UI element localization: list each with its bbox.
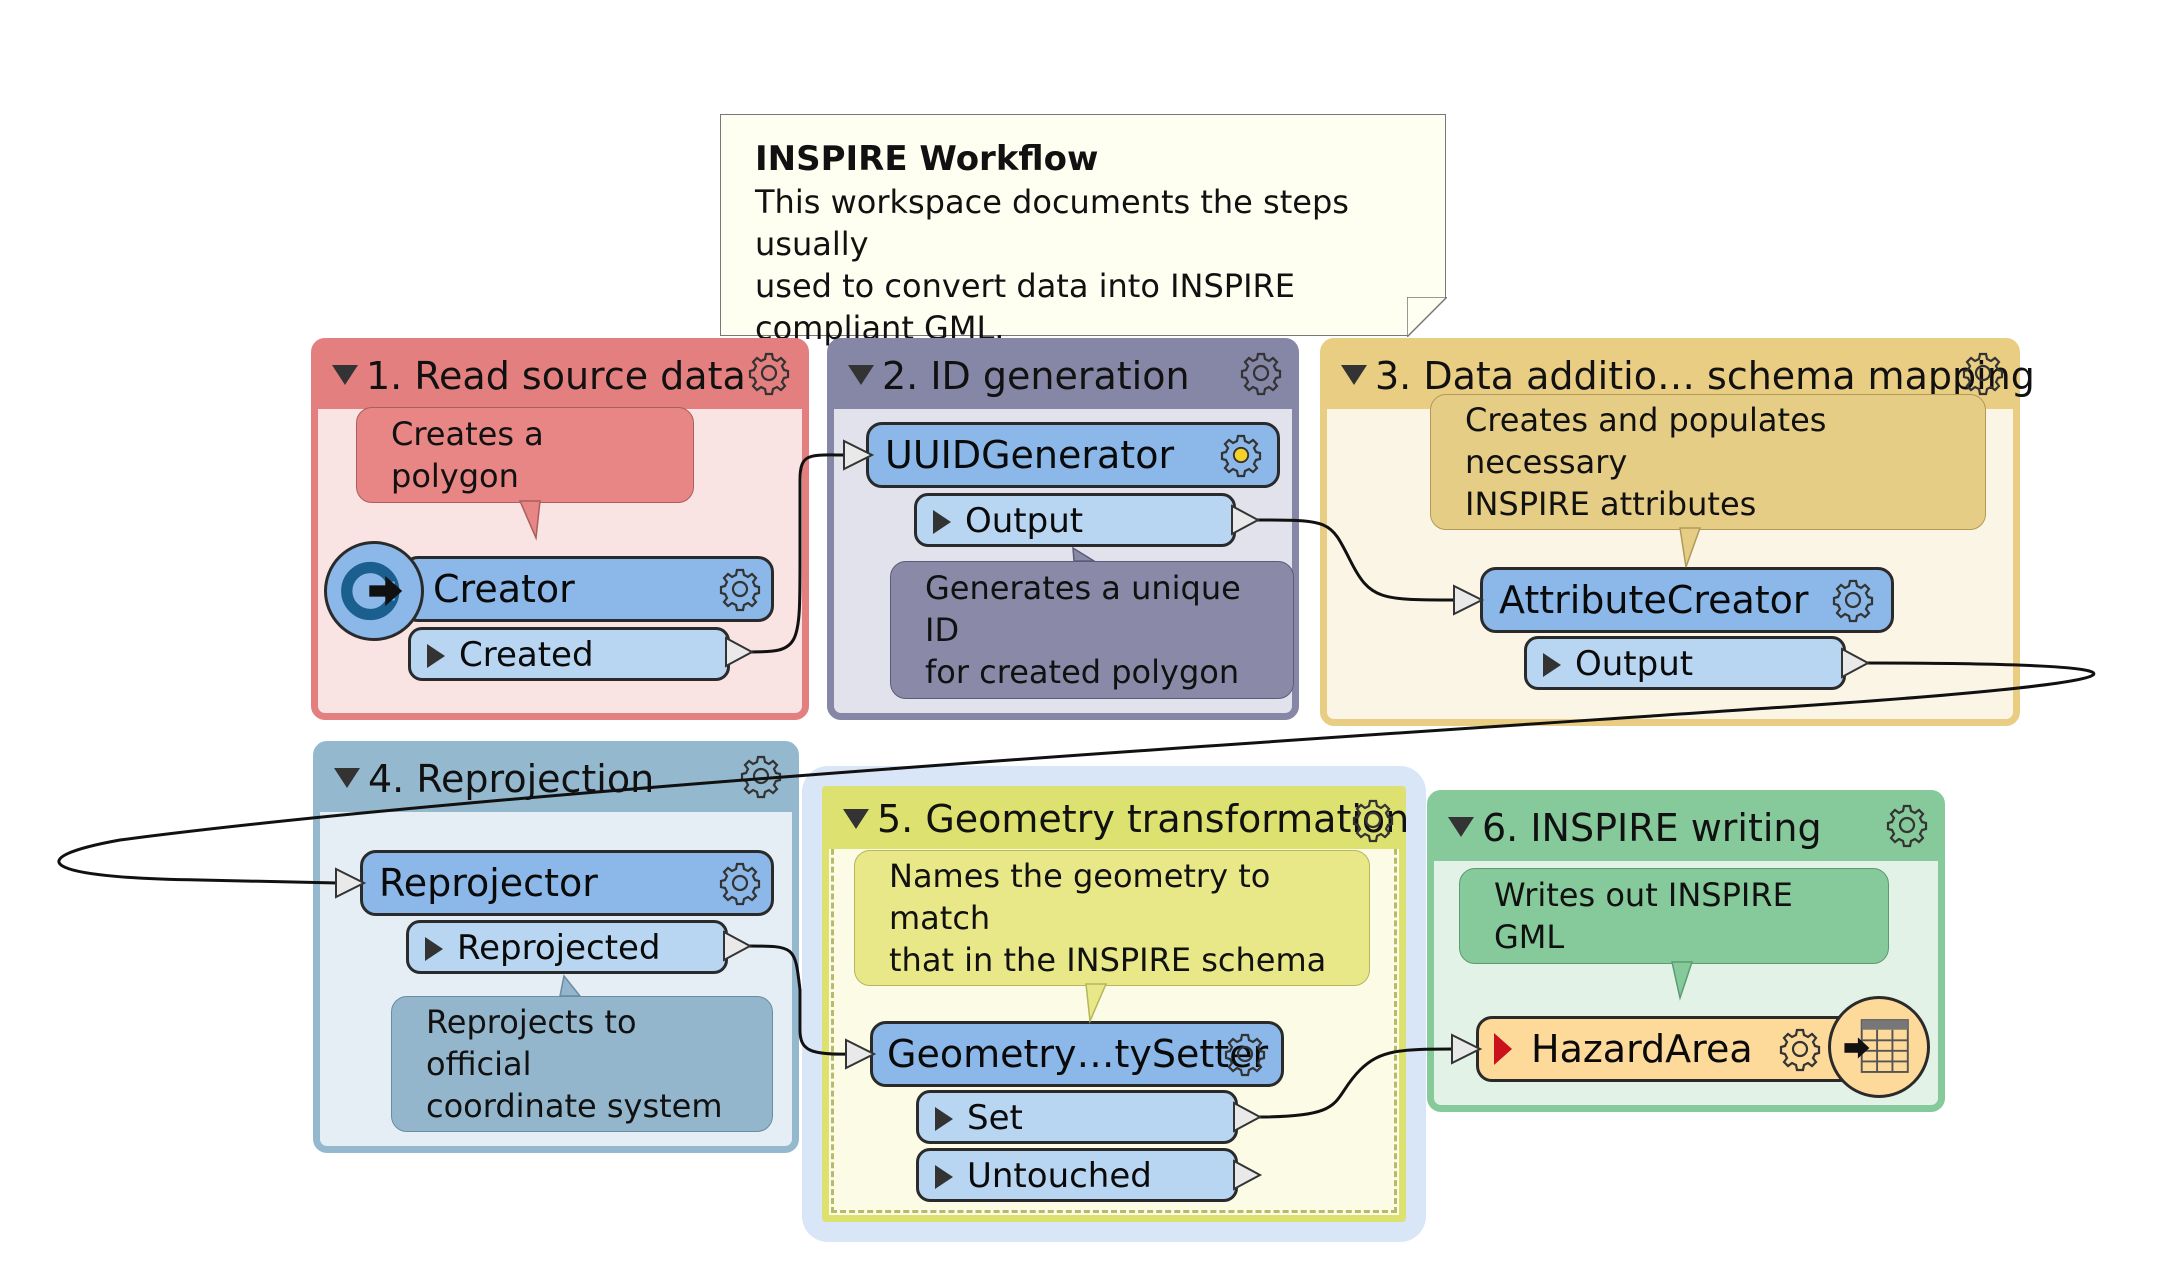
workflow-annotation[interactable]: INSPIRE Workflow This workspace document…	[720, 114, 1447, 347]
callout-tail	[1072, 546, 1097, 562]
connection-line	[1257, 1047, 1455, 1119]
transformer-label: Geometry…tySetter	[887, 1032, 1269, 1076]
input-port-icon[interactable]	[1451, 1034, 1481, 1064]
callout-creator[interactable]: Creates a polygon	[356, 407, 694, 503]
output-port-icon[interactable]	[725, 637, 753, 667]
input-port-icon[interactable]	[335, 868, 365, 898]
port-triangle-icon	[935, 1107, 953, 1131]
transformer-label: Creator	[433, 567, 575, 611]
callout-tail	[1085, 983, 1108, 1024]
connection-line	[747, 944, 849, 1056]
gear-icon[interactable]	[1832, 579, 1874, 623]
annotation-title: INSPIRE Workflow	[755, 139, 1099, 179]
bookmark-title: 2. ID generation	[882, 354, 1190, 398]
port-untouched[interactable]: Untouched	[916, 1148, 1238, 1202]
port-set[interactable]: Set	[916, 1090, 1238, 1144]
transformer-attribute-creator[interactable]: AttributeCreator	[1480, 567, 1894, 633]
port-label: Created	[459, 635, 594, 675]
output-port-icon[interactable]	[1231, 505, 1259, 535]
callout-geometry[interactable]: Names the geometry to match that in the …	[854, 850, 1370, 986]
bookmark-title: 5. Geometry transformation	[877, 797, 1410, 841]
callout-tail	[1679, 527, 1702, 568]
input-port-icon[interactable]	[1453, 585, 1483, 615]
transformer-reprojector[interactable]: Reprojector	[360, 850, 774, 916]
output-port-icon[interactable]	[1233, 1160, 1261, 1190]
port-created[interactable]: Created	[408, 627, 730, 681]
transformer-label: AttributeCreator	[1499, 578, 1809, 622]
writer-hazard-area[interactable]: HazardArea	[1476, 1016, 1876, 1082]
callout-reprojector[interactable]: Reprojects to official coordinate system	[391, 996, 773, 1132]
collapse-triangle-icon[interactable]	[843, 809, 869, 829]
port-triangle-icon	[425, 937, 443, 961]
collapse-triangle-icon[interactable]	[848, 365, 874, 385]
annotation-body: This workspace documents the steps usual…	[755, 183, 1349, 347]
callout-uuid[interactable]: Generates a unique ID for created polygo…	[890, 561, 1294, 699]
callout-attribute[interactable]: Creates and populates necessary INSPIRE …	[1430, 394, 1986, 530]
connection-line	[749, 453, 847, 654]
port-attr-output[interactable]: Output	[1524, 636, 1846, 690]
alert-gear-icon[interactable]	[1220, 434, 1262, 478]
connection-line	[57, 661, 2096, 885]
port-label: Untouched	[967, 1156, 1152, 1196]
port-reprojected[interactable]: Reprojected	[406, 920, 728, 974]
bookmark-title: 4. Reprojection	[368, 757, 655, 801]
writer-table-icon[interactable]	[1828, 996, 1930, 1098]
callout-tail	[559, 974, 582, 997]
output-port-icon[interactable]	[1233, 1102, 1261, 1132]
port-triangle-icon	[1543, 653, 1561, 677]
port-label: Output	[1575, 644, 1694, 684]
collapse-triangle-icon[interactable]	[1341, 365, 1367, 385]
gear-icon[interactable]	[1224, 1033, 1266, 1077]
output-port-icon[interactable]	[1841, 648, 1869, 678]
transformer-label: Reprojector	[379, 861, 598, 905]
port-triangle-icon	[935, 1165, 953, 1189]
bookmark-title: 1. Read source data	[366, 354, 746, 398]
input-port-icon[interactable]	[845, 1039, 875, 1069]
output-port-icon[interactable]	[723, 931, 751, 961]
collapse-triangle-icon[interactable]	[334, 768, 360, 788]
port-triangle-icon	[427, 644, 445, 668]
port-label: Output	[965, 501, 1084, 541]
gear-icon[interactable]	[719, 568, 761, 612]
gear-icon[interactable]	[719, 862, 761, 906]
transformer-uuid-generator[interactable]: UUIDGenerator	[866, 422, 1280, 488]
writer-marker-icon	[1494, 1033, 1512, 1065]
creator-icon[interactable]	[324, 541, 424, 641]
collapse-triangle-icon[interactable]	[332, 365, 358, 385]
connection-line	[1255, 518, 1457, 602]
gear-icon[interactable]	[1779, 1028, 1821, 1072]
collapse-triangle-icon[interactable]	[1448, 817, 1474, 837]
port-label: Reprojected	[457, 928, 661, 968]
transformer-label: HazardArea	[1531, 1027, 1753, 1071]
callout-tail	[1671, 961, 1694, 1001]
input-port-icon[interactable]	[843, 440, 873, 470]
callout-tail	[518, 500, 541, 541]
transformer-geometry-setter[interactable]: Geometry…tySetter	[870, 1021, 1284, 1087]
port-label: Set	[967, 1098, 1023, 1138]
bookmark-title: 3. Data additio… schema mapping	[1375, 354, 2035, 398]
callout-writer[interactable]: Writes out INSPIRE GML	[1459, 868, 1889, 964]
port-triangle-icon	[933, 510, 951, 534]
port-uuid-output[interactable]: Output	[914, 493, 1236, 547]
page-fold-icon	[1407, 297, 1447, 337]
transformer-label: UUIDGenerator	[885, 433, 1175, 477]
bookmark-title: 6. INSPIRE writing	[1482, 806, 1822, 850]
